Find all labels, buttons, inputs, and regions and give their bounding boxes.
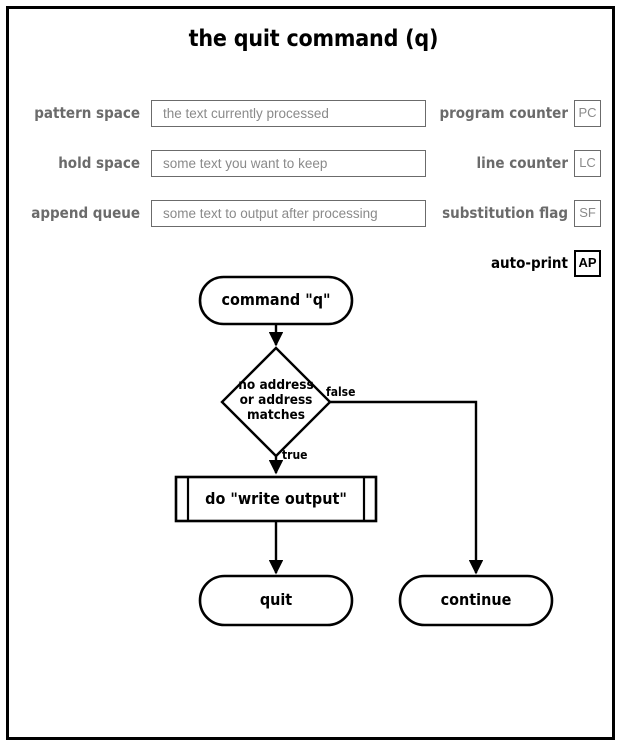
node-label-continue: continue [440,590,512,609]
append-queue-field[interactable]: some text to output after processing [151,200,426,227]
edge-label-true: true [282,448,308,462]
substitution-flag-box[interactable]: SF [574,200,601,227]
decision-line-1: no address [238,377,314,393]
node-label-command-q: command "q" [221,290,331,309]
label-program-counter: program counter [439,104,568,122]
label-append-queue: append queue [31,204,140,222]
page-title: the quit command (q) [188,26,439,52]
pattern-space-field[interactable]: the text currently processed [151,100,426,127]
label-substitution-flag: substitution flag [442,204,568,222]
edge-label-false: false [326,385,356,399]
node-label-decision: no address or address matches [221,378,331,423]
label-pattern-space: pattern space [34,104,140,122]
page-border [6,6,615,740]
hold-space-field[interactable]: some text you want to keep [151,150,426,177]
line-counter-box[interactable]: LC [574,150,601,177]
decision-line-3: matches [247,407,305,423]
label-line-counter: line counter [476,154,568,172]
label-hold-space: hold space [58,154,140,172]
node-label-do-write-output: do "write output" [205,489,347,508]
node-label-quit: quit [259,590,293,609]
auto-print-box[interactable]: AP [574,250,601,277]
program-counter-box[interactable]: PC [574,100,601,127]
label-auto-print: auto-print [490,254,568,272]
decision-line-2: or address [239,392,313,408]
